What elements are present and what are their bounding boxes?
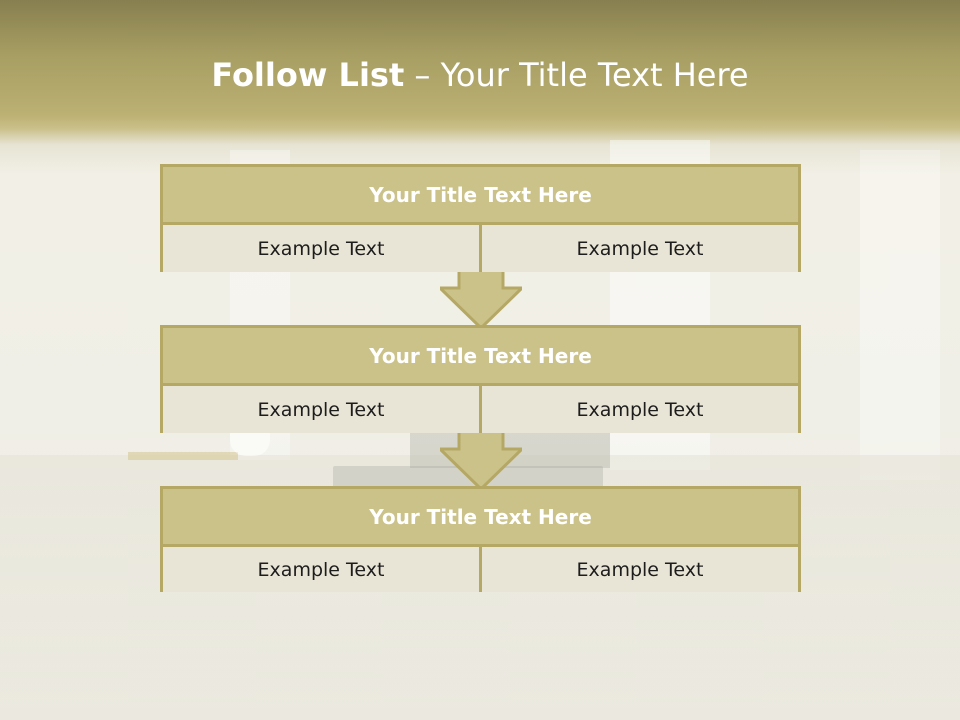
list-block-1: Your Title Text Here Example Text Exampl…	[160, 164, 801, 272]
list-block-3: Your Title Text Here Example Text Exampl…	[160, 486, 801, 592]
block-1-right-cell: Example Text	[479, 225, 798, 272]
down-arrow-1	[440, 266, 522, 328]
block-3-right-cell: Example Text	[479, 547, 798, 592]
background-column	[860, 150, 940, 480]
block-1-header: Your Title Text Here	[163, 167, 798, 225]
block-1-left-cell: Example Text	[163, 225, 479, 272]
slide-title-bold: Follow List	[211, 56, 405, 94]
block-3-left-cell: Example Text	[163, 547, 479, 592]
block-1-row: Example Text Example Text	[163, 225, 798, 272]
block-2-header: Your Title Text Here	[163, 328, 798, 386]
block-2-row: Example Text Example Text	[163, 386, 798, 433]
block-3-header: Your Title Text Here	[163, 489, 798, 547]
block-2-right-cell: Example Text	[479, 386, 798, 433]
down-arrow-2	[440, 427, 522, 489]
slide-title: Follow List – Your Title Text Here	[0, 52, 960, 98]
block-3-row: Example Text Example Text	[163, 547, 798, 592]
block-2-left-cell: Example Text	[163, 386, 479, 433]
background-vase	[230, 430, 270, 456]
background-paper	[128, 452, 238, 460]
list-block-2: Your Title Text Here Example Text Exampl…	[160, 325, 801, 433]
slide-title-rest: – Your Title Text Here	[404, 56, 749, 94]
